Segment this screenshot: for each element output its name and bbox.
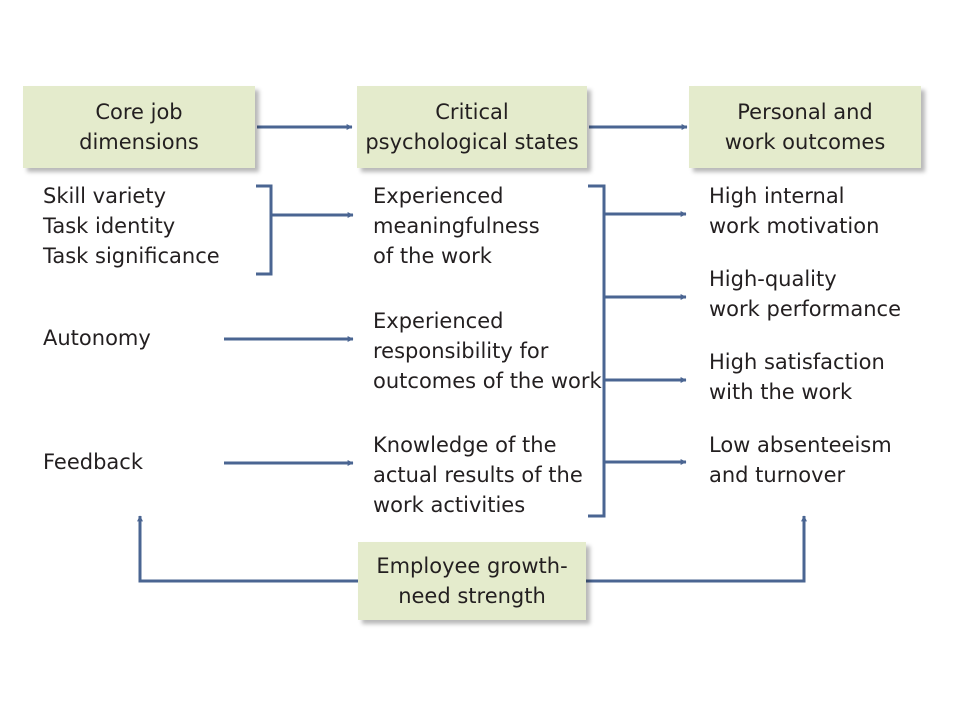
state-line: meaningfulness [373, 214, 540, 238]
bracket-states [588, 184, 606, 518]
core-job-dimensions-box: Core job dimensions [23, 86, 255, 168]
state-line: actual results of the [373, 463, 583, 487]
dimension-feedback: Feedback [43, 450, 144, 474]
arrow-moderator-right [586, 515, 807, 583]
state-line: outcomes of the work [373, 369, 602, 393]
outcome-performance: High-quality work performance [709, 264, 901, 324]
dimension-skill-variety: Skill variety [43, 184, 167, 208]
state-line: work activities [373, 493, 526, 517]
outcome-line: with the work [709, 380, 853, 404]
arrow-moderator-left [137, 515, 358, 583]
states-box-line: Critical [435, 100, 509, 124]
outcome-line: Low absenteeism [709, 433, 892, 457]
state-line: responsibility for [373, 339, 549, 363]
outcomes-box: Personal and work outcomes [689, 86, 921, 168]
outcome-satisfaction: High satisfaction with the work [709, 347, 885, 407]
outcome-line: High-quality [709, 267, 837, 291]
outcome-line: High internal [709, 184, 845, 208]
dimension-task-identity: Task identity [43, 214, 176, 238]
bracket-core-group [256, 184, 273, 276]
outcomes-box-line: work outcomes [724, 130, 886, 154]
state-line: Knowledge of the [373, 433, 557, 457]
moderator-line: Employee growth- [376, 554, 568, 578]
core-dimensions-group: Skill variety Task identity Task signifi… [43, 181, 220, 271]
outcomes-box-line: Personal and [737, 100, 873, 124]
core-box-line: Core job [95, 100, 183, 124]
state-meaningfulness: Experienced meaningfulness of the work [373, 181, 540, 271]
outcome-line: and turnover [709, 463, 846, 487]
outcome-line: work performance [709, 297, 901, 321]
state-line: Experienced [373, 309, 504, 333]
outcome-line: work motivation [709, 214, 880, 238]
state-line: of the work [373, 244, 492, 268]
outcome-line: High satisfaction [709, 350, 885, 374]
state-line: Experienced [373, 184, 504, 208]
outcome-motivation: High internal work motivation [709, 181, 879, 241]
moderator-line: need strength [398, 584, 546, 608]
outcome-absenteeism: Low absenteeism and turnover [709, 430, 892, 490]
state-responsibility: Experienced responsibility for outcomes … [373, 306, 602, 396]
growth-need-strength-box: Employee growth- need strength [358, 542, 586, 620]
state-knowledge: Knowledge of the actual results of the w… [373, 430, 583, 520]
dimension-autonomy: Autonomy [43, 326, 151, 350]
dimension-task-significance: Task significance [43, 244, 220, 268]
states-box-line: psychological states [365, 130, 579, 154]
core-box-line: dimensions [79, 130, 199, 154]
critical-states-box: Critical psychological states [357, 86, 587, 168]
